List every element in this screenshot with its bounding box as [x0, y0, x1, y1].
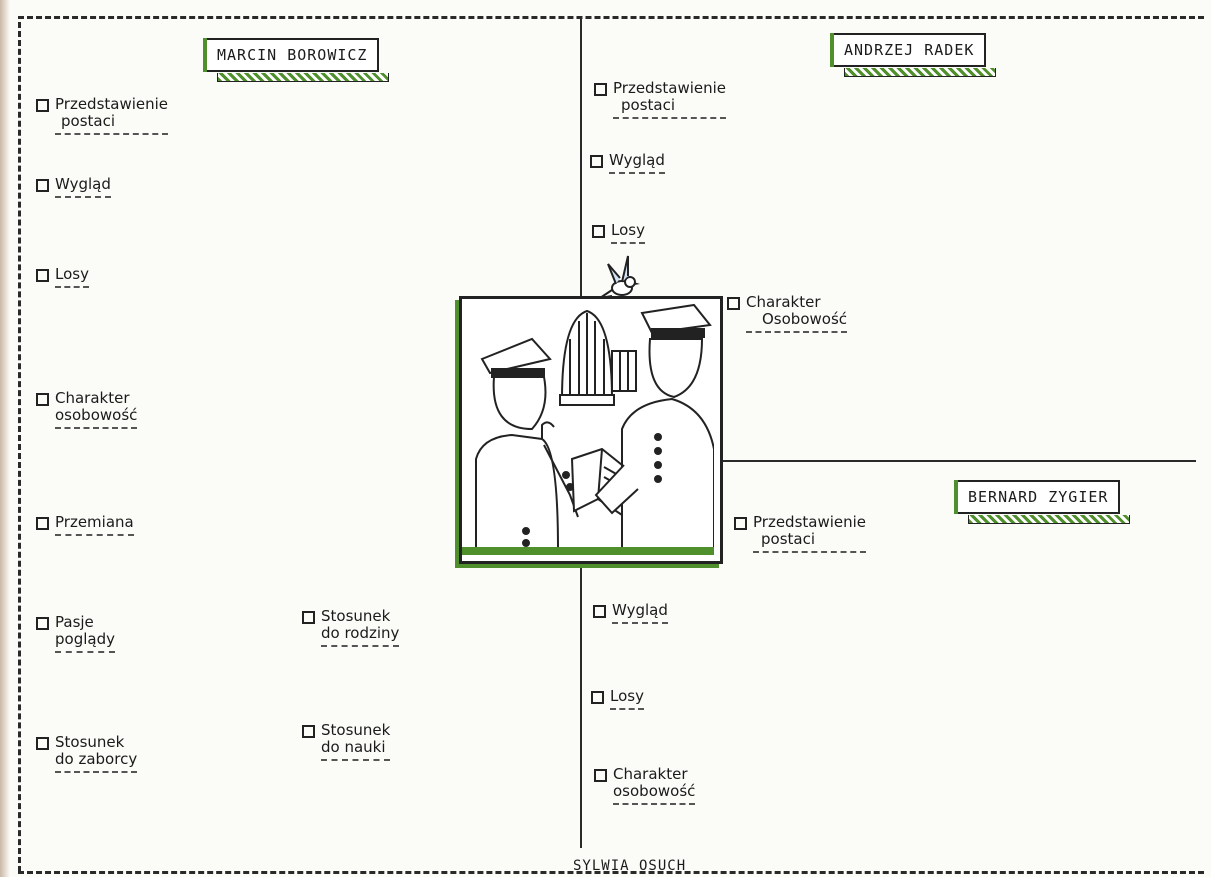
- checkbox-icon[interactable]: [36, 737, 49, 750]
- checkbox-icon[interactable]: [36, 617, 49, 630]
- checklist-item[interactable]: Losy: [36, 266, 89, 288]
- name-box-marcin: MARCIN BOROWICZ: [203, 38, 390, 82]
- item-label: Wygląd: [612, 602, 668, 624]
- checklist-item[interactable]: Losy: [592, 222, 645, 244]
- divider-vertical-top: [580, 18, 582, 298]
- dashed-border-top: [18, 16, 1204, 19]
- name-box-bernard: BERNARD ZYGIER: [954, 480, 1131, 524]
- checkbox-icon[interactable]: [590, 155, 603, 168]
- paper-edge: [0, 0, 10, 877]
- item-label: Wygląd: [609, 152, 665, 174]
- checkbox-icon[interactable]: [36, 393, 49, 406]
- checkbox-icon[interactable]: [302, 725, 315, 738]
- dashed-border-bottom: [18, 871, 1204, 874]
- character-name: ANDRZEJ RADEK: [844, 41, 975, 59]
- divider-horizontal-right: [718, 460, 1196, 462]
- item-label: Przemiana: [55, 514, 134, 536]
- checkbox-icon[interactable]: [727, 297, 740, 310]
- checkbox-icon[interactable]: [594, 769, 607, 782]
- schoolboys-illustration: [462, 303, 715, 555]
- checklist-item[interactable]: Losy: [591, 688, 644, 710]
- illustration-frame: [459, 296, 723, 564]
- dashed-border-left: [18, 22, 21, 872]
- checklist-item[interactable]: Wygląd: [36, 176, 111, 198]
- checkbox-icon[interactable]: [591, 691, 604, 704]
- checklist-item[interactable]: Wygląd: [590, 152, 665, 174]
- checkbox-icon[interactable]: [592, 225, 605, 238]
- author-credit: SYLWIA OSUCH: [573, 858, 687, 874]
- checkbox-icon[interactable]: [302, 611, 315, 624]
- name-box-andrzej: ANDRZEJ RADEK: [830, 33, 997, 77]
- checkbox-icon[interactable]: [734, 517, 747, 530]
- checkbox-icon[interactable]: [36, 179, 49, 192]
- item-label: Losy: [610, 688, 644, 710]
- character-name: BERNARD ZYGIER: [968, 488, 1109, 506]
- checkbox-icon[interactable]: [594, 83, 607, 96]
- divider-vertical-bottom: [580, 558, 582, 848]
- item-label: Losy: [55, 266, 89, 288]
- item-label: Wygląd: [55, 176, 111, 198]
- checkbox-icon[interactable]: [36, 99, 49, 112]
- checkbox-icon[interactable]: [593, 605, 606, 618]
- checklist-item[interactable]: Przemiana: [36, 514, 134, 536]
- checkbox-icon[interactable]: [36, 517, 49, 530]
- checklist-item[interactable]: Wygląd: [593, 602, 668, 624]
- item-label: Losy: [611, 222, 645, 244]
- character-name: MARCIN BOROWICZ: [217, 46, 368, 64]
- checkbox-icon[interactable]: [36, 269, 49, 282]
